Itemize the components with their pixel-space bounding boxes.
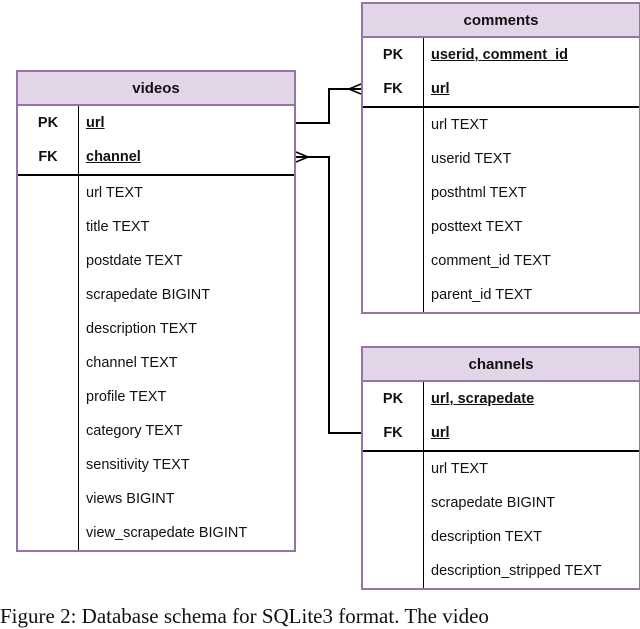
field-name: category TEXT [86,423,183,439]
field-row: posthtml TEXT [363,176,639,210]
field-name: description TEXT [431,529,542,545]
field-row: category TEXT [18,414,294,448]
channels-table: channels PK url, scrapedate FK url url T… [361,346,640,590]
field-name: url TEXT [431,117,488,133]
videos-fk-row: FK channel [18,140,294,174]
field-name: sensitivity TEXT [86,457,190,473]
field-name: url TEXT [86,185,143,201]
crows-foot-icon [295,151,309,163]
connector-videos-comments [296,88,361,124]
key-type-label: PK [37,115,59,131]
field-row: description_stripped TEXT [363,554,639,588]
comments-fields: url TEXT userid TEXT posthtml TEXT postt… [363,108,639,312]
key-type-label: FK [383,81,403,97]
key-type-label: PK [382,47,404,63]
videos-table-title: videos [18,72,294,106]
comments-fk-row: FK url [363,72,639,106]
channels-pk-row: PK url, scrapedate [363,382,639,416]
field-row: views BIGINT [18,482,294,516]
field-row: scrapedate BIGINT [363,486,639,520]
field-row: description TEXT [18,312,294,346]
channels-fk-row: FK url [363,416,639,450]
field-row: profile TEXT [18,380,294,414]
field-name: description TEXT [86,321,197,337]
videos-key-block: PK url FK channel [18,106,294,176]
field-name: parent_id TEXT [431,287,533,303]
field-name: channel TEXT [86,355,178,371]
field-row: scrapedate BIGINT [18,278,294,312]
field-row: postdate TEXT [18,244,294,278]
videos-table: videos PK url FK channel url TEXT title … [16,70,296,552]
field-name: views BIGINT [86,491,175,507]
field-row: url TEXT [363,108,639,142]
field-name: scrapedate BIGINT [86,287,211,303]
comments-key-block: PK userid, comment_id FK url [363,38,639,108]
field-row: posttext TEXT [363,210,639,244]
field-row: url TEXT [363,452,639,486]
figure-caption: Figure 2: Database schema for SQLite3 fo… [0,604,489,628]
field-name: scrapedate BIGINT [431,495,556,511]
field-row: title TEXT [18,210,294,244]
field-name: userid TEXT [431,151,512,167]
comments-table-title: comments [363,4,639,38]
key-type-label: FK [383,425,403,441]
field-name: title TEXT [86,219,150,235]
field-row: sensitivity TEXT [18,448,294,482]
field-row: channel TEXT [18,346,294,380]
channels-key-block: PK url, scrapedate FK url [363,382,639,452]
field-name: posthtml TEXT [431,185,527,201]
field-name: comment_id TEXT [431,253,551,269]
videos-pk-name: url [86,115,105,131]
field-name: postdate TEXT [86,253,183,269]
field-row: url TEXT [18,176,294,210]
field-row: comment_id TEXT [363,244,639,278]
crows-foot-icon [348,83,362,95]
comments-pk-name: userid, comment_id [431,47,568,63]
field-row: userid TEXT [363,142,639,176]
field-name: profile TEXT [86,389,167,405]
key-type-label: FK [38,149,58,165]
videos-fields: url TEXT title TEXT postdate TEXT scrape… [18,176,294,550]
channels-fk-name: url [431,425,450,441]
channels-fields: url TEXT scrapedate BIGINT description T… [363,452,639,588]
videos-fk-name: channel [86,149,141,165]
channels-table-title: channels [363,348,639,382]
channels-pk-name: url, scrapedate [431,391,535,407]
field-row: description TEXT [363,520,639,554]
field-name: description_stripped TEXT [431,563,602,579]
field-name: posttext TEXT [431,219,523,235]
videos-pk-row: PK url [18,106,294,140]
connector-videos-channels [296,156,361,434]
field-row: view_scrapedate BIGINT [18,516,294,550]
comments-pk-row: PK userid, comment_id [363,38,639,72]
comments-fk-name: url [431,81,450,97]
field-row: parent_id TEXT [363,278,639,312]
key-type-label: PK [382,391,404,407]
field-name: url TEXT [431,461,488,477]
field-name: view_scrapedate BIGINT [86,525,248,541]
